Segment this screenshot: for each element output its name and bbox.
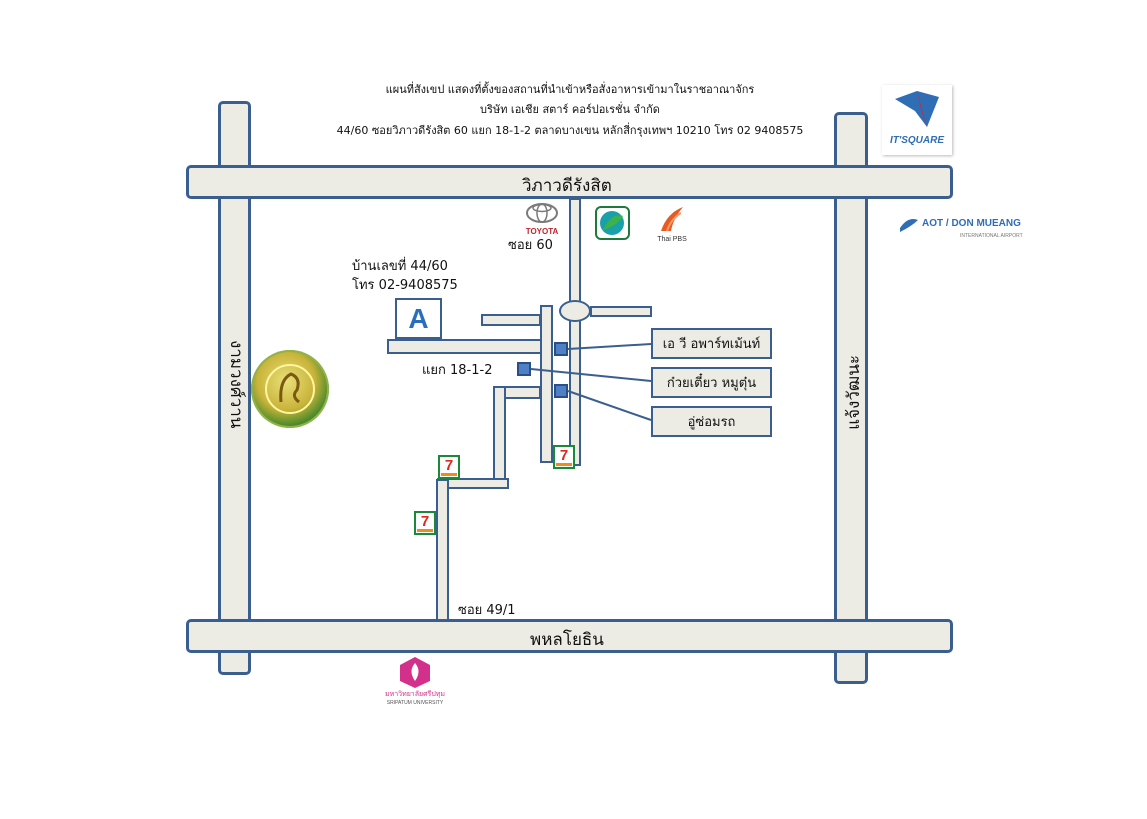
road-label-ngamwongwan: งามวงศ์วาน bbox=[226, 340, 246, 429]
aot-subtitle: INTERNATIONAL AIRPORT bbox=[960, 233, 1023, 239]
callout-line-noodle bbox=[530, 368, 652, 382]
phone-label: โทร 02-9408575 bbox=[352, 278, 458, 293]
soi-49-1-road bbox=[436, 479, 449, 621]
sripatum-name-en: SRIPATUM UNIVERSITY bbox=[386, 700, 444, 706]
toyota-emblem-icon bbox=[526, 203, 558, 223]
seven-eleven-icon: 7 bbox=[553, 445, 575, 469]
road-label-vibhavadi: วิภาวดีรังสิต bbox=[522, 176, 612, 196]
soi-60-road bbox=[569, 198, 581, 466]
government-seal bbox=[251, 350, 329, 428]
company-name: บริษัท เอเชีย สตาร์ คอร์ปอเรชั่น จำกัด bbox=[480, 103, 660, 116]
callout-line-garage bbox=[567, 390, 652, 421]
roundabout bbox=[559, 300, 591, 322]
junction-label: แยก 18-1-2 bbox=[422, 363, 493, 378]
seal-emblem-icon bbox=[265, 364, 315, 414]
marker-garage bbox=[554, 384, 568, 398]
aot-logo: AOT / DON MUEANG INTERNATIONAL AIRPORT bbox=[898, 214, 1040, 244]
marker-junction bbox=[517, 362, 531, 376]
road-chaengwattana bbox=[834, 112, 868, 684]
toyota-wordmark: TOYOTA bbox=[525, 227, 559, 236]
thaipbs-logo: Thai PBS bbox=[654, 205, 690, 245]
soi-60-label: ซอย 60 bbox=[508, 238, 553, 253]
itsquare-wordmark: IT'SQUARE bbox=[889, 135, 945, 146]
soi-inner-road bbox=[540, 305, 553, 463]
road-label-phahonyothin: พหลโยธิน bbox=[530, 630, 604, 650]
gas-station-logo bbox=[595, 206, 630, 240]
itsquare-plane-icon bbox=[895, 91, 939, 127]
callout-garage: อู่ซ่อมรถ bbox=[651, 406, 772, 437]
cross-street bbox=[481, 314, 541, 326]
toyota-logo: TOYOTA bbox=[524, 202, 560, 236]
cross-street-right bbox=[590, 306, 652, 317]
company-address: 44/60 ซอยวิภาวดีรังสิต 60 แยก 18-1-2 ตลา… bbox=[336, 124, 804, 137]
company-logo: A bbox=[395, 298, 442, 339]
house-number-label: บ้านเลขที่ 44/60 bbox=[352, 259, 448, 274]
itsquare-logo: IT'SQUARE bbox=[882, 85, 952, 155]
marker-apartment bbox=[554, 342, 568, 356]
map-title: แผนที่สังเขป แสดงที่ตั้งของสถานที่นำเข้า… bbox=[385, 83, 755, 96]
road-vibhavadi bbox=[186, 165, 953, 199]
soi-49-1-label: ซอย 49/1 bbox=[458, 603, 516, 618]
leaf-icon bbox=[600, 211, 624, 235]
seven-eleven-icon: 7 bbox=[438, 455, 460, 479]
aot-wordmark: AOT / DON MUEANG bbox=[922, 218, 1021, 229]
sripatum-logo: มหาวิทยาลัยศรีปทุม SRIPATUM UNIVERSITY bbox=[379, 655, 451, 711]
thaipbs-bird-icon bbox=[661, 207, 683, 232]
callout-apartment: เอ วี อพาร์ทเม้นท์ bbox=[651, 328, 772, 359]
callout-line-apartment bbox=[567, 343, 652, 350]
company-logo-letter: A bbox=[408, 302, 429, 334]
sripatum-emblem-icon bbox=[400, 657, 430, 688]
road-phahonyothin bbox=[186, 619, 953, 653]
sripatum-name-th: มหาวิทยาลัยศรีปทุม bbox=[384, 691, 445, 698]
callout-noodle: ก๋วยเตี๋ยว หมูตุ๋น bbox=[651, 367, 772, 398]
thaipbs-wordmark: Thai PBS bbox=[657, 236, 687, 243]
aot-emblem-icon bbox=[900, 219, 918, 232]
company-lane bbox=[387, 339, 542, 354]
seven-eleven-icon: 7 bbox=[414, 511, 436, 535]
